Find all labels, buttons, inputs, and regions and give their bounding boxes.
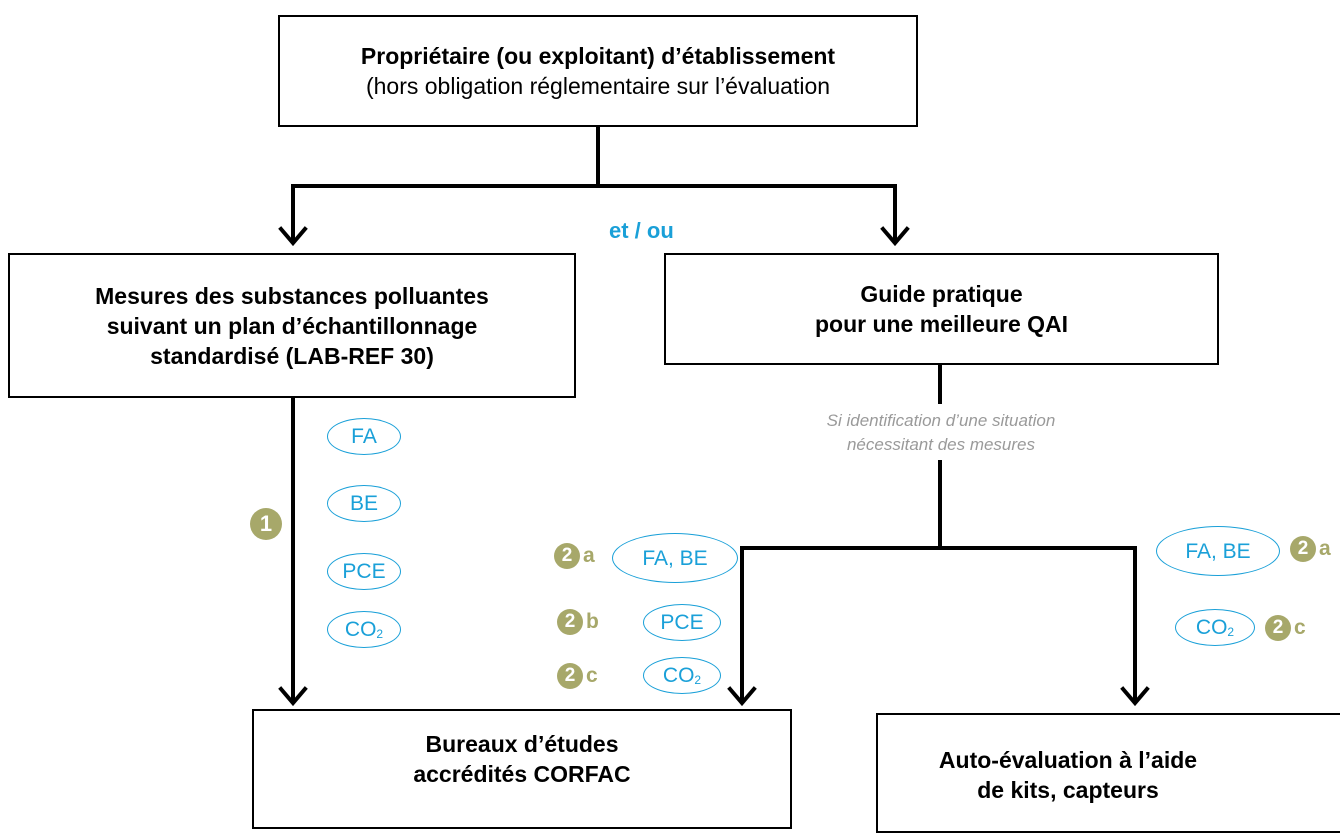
badge-1: 1 — [250, 508, 282, 540]
condition-note: Si identification d’une situation nécess… — [758, 409, 1124, 457]
owner-title: Propriétaire (ou exploitant) d’établisse… — [360, 43, 836, 69]
pill-pce: PCE — [327, 553, 401, 590]
self-assessment-text: Auto-évaluation à l’aide de kits, capteu… — [878, 745, 1258, 805]
pill-fa: FA — [327, 418, 401, 455]
badge-2a-middle: 2 a — [554, 543, 595, 569]
accredited-offices-box: Bureaux d’études accrédités CORFAC — [252, 709, 792, 829]
pill-be: BE — [327, 485, 401, 522]
and-or-label: et / ou — [609, 218, 674, 243]
measures-box: Mesures des substances polluantes suivan… — [8, 253, 576, 398]
accredited-line-2: accrédités CORFAC — [413, 761, 631, 787]
guide-line-2: pour une meilleure QAI — [814, 311, 1069, 337]
condition-note-line-2: nécessitant des mesures — [846, 435, 1036, 454]
accredited-line-1: Bureaux d’études — [425, 731, 619, 757]
badge-2a-right: 2 a — [1290, 536, 1331, 562]
badge-2c-right: 2 c — [1265, 615, 1306, 641]
owner-subtitle: (hors obligation réglementaire sur l’éva… — [365, 73, 831, 99]
badge-2c-middle: 2 c — [557, 663, 598, 689]
self-assessment-line-1: Auto-évaluation à l’aide — [938, 747, 1198, 773]
measures-line-1: Mesures des substances polluantes — [95, 282, 489, 309]
measures-line-2: suivant un plan d’échantillonnage — [106, 312, 478, 339]
guide-line-1: Guide pratique — [860, 281, 1023, 307]
self-assessment-box: Auto-évaluation à l’aide de kits, capteu… — [876, 713, 1340, 833]
condition-note-line-1: Si identification d’une situation — [826, 411, 1056, 430]
pill-fa-be-middle: FA, BE — [612, 533, 738, 583]
owner-box: Propriétaire (ou exploitant) d’établisse… — [278, 15, 918, 127]
measures-line-3: standardisé (LAB-REF 30) — [150, 342, 434, 369]
pill-pce-middle: PCE — [643, 604, 721, 641]
badge-1-number: 1 — [250, 508, 282, 540]
badge-2b-middle: 2 b — [557, 609, 599, 635]
guide-box: Guide pratique pour une meilleure QAI — [664, 253, 1219, 365]
self-assessment-line-2: de kits, capteurs — [977, 777, 1159, 803]
pill-fa-be-right: FA, BE — [1156, 526, 1280, 576]
